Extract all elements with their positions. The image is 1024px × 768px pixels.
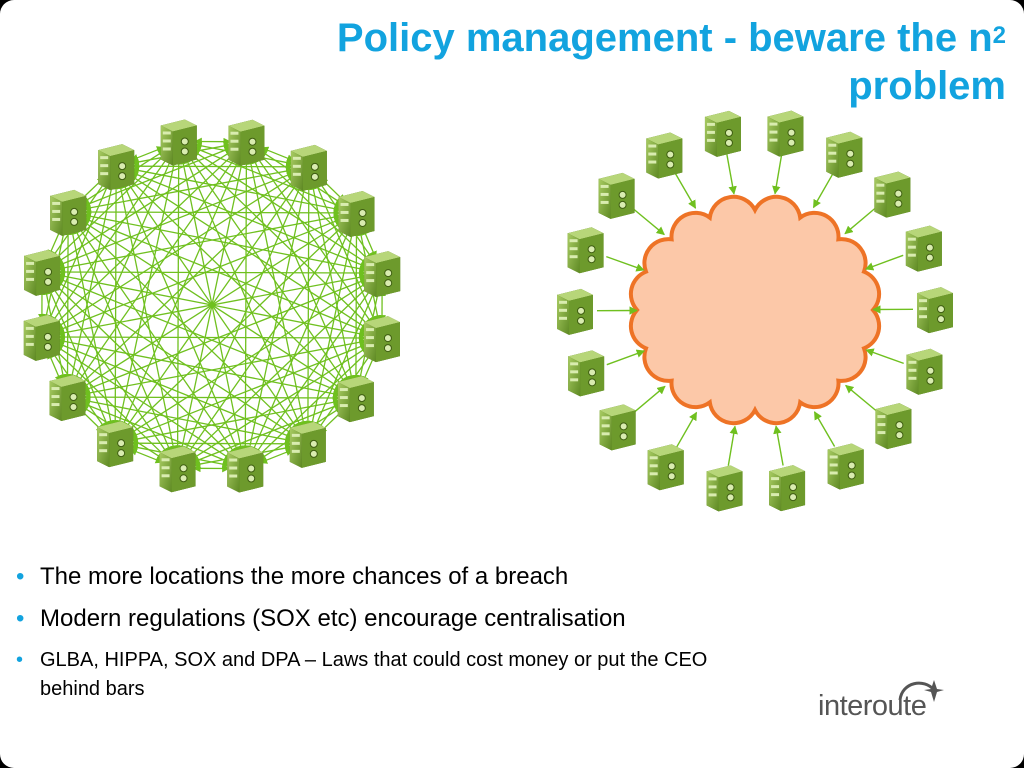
cloud-icon xyxy=(628,194,882,426)
server-icon xyxy=(568,350,605,397)
server-icon xyxy=(704,110,741,157)
cloud-shape xyxy=(628,194,882,426)
star-arc-icon xyxy=(898,680,944,702)
mesh-link xyxy=(82,393,341,402)
server-icon xyxy=(159,446,196,493)
cloud-link xyxy=(606,255,645,272)
mesh-link xyxy=(173,156,183,454)
mesh-link xyxy=(130,439,293,448)
mesh-servers xyxy=(23,119,401,493)
mesh-connections xyxy=(38,137,386,473)
mesh-link xyxy=(304,182,313,429)
server-icon xyxy=(874,171,911,218)
server-icon xyxy=(646,132,683,179)
cloud-link xyxy=(813,411,836,447)
server-icon xyxy=(906,348,943,395)
server-icon xyxy=(769,465,806,512)
mesh-link xyxy=(78,177,298,387)
server-icon xyxy=(827,443,864,490)
server-icon xyxy=(647,444,684,491)
title-line2: problem xyxy=(848,64,1006,108)
server-icon xyxy=(338,190,375,237)
server-icon xyxy=(160,119,197,166)
cloud-link xyxy=(865,348,904,365)
mesh-link xyxy=(130,146,165,162)
mesh-link xyxy=(352,228,361,383)
cloud-link xyxy=(633,208,665,236)
server-icon xyxy=(98,144,135,191)
server-icon xyxy=(598,172,635,219)
mesh-link xyxy=(241,156,251,454)
bullet-item: The more locations the more chances of a… xyxy=(14,562,774,592)
server-icon xyxy=(363,316,400,363)
cloud-link xyxy=(845,384,877,412)
cloud-link xyxy=(772,154,783,195)
interoute-logo: interoute xyxy=(816,676,946,722)
mesh-link xyxy=(111,181,120,428)
server-icon xyxy=(24,249,61,296)
mesh-link xyxy=(179,156,245,454)
server-icon xyxy=(567,227,604,274)
server-icon xyxy=(23,314,60,361)
server-icon xyxy=(337,376,374,423)
bullet-item: GLBA, HIPPA, SOX and DPA – Laws that cou… xyxy=(14,646,760,704)
cloud-link xyxy=(844,207,877,235)
network-diagrams xyxy=(23,110,953,512)
cloud-link xyxy=(674,173,697,209)
bullet-item: Modern regulations (SOX etc) encourage c… xyxy=(14,604,774,634)
cloud-link xyxy=(606,349,646,366)
server-icon xyxy=(826,131,863,178)
cloud-connections xyxy=(596,154,914,466)
mesh-link xyxy=(131,162,294,171)
mesh-link xyxy=(57,268,367,277)
cloud-link xyxy=(773,425,784,466)
title-line1: Policy management - beware the n xyxy=(336,16,993,60)
server-icon xyxy=(557,288,594,335)
slide-title: Policy management - beware the n2 proble… xyxy=(186,14,1006,110)
server-icon xyxy=(228,119,265,166)
server-icon xyxy=(49,375,86,422)
server-icon xyxy=(875,403,912,450)
mesh-link xyxy=(79,222,297,434)
cloud-link xyxy=(812,172,835,209)
mesh-link xyxy=(63,227,72,382)
server-icon xyxy=(227,446,264,493)
mesh-link xyxy=(83,208,342,217)
cloud-link xyxy=(726,154,737,195)
server-icon xyxy=(767,110,804,157)
cloud-link xyxy=(727,425,738,466)
server-icon xyxy=(289,421,326,468)
logo-text: interoute xyxy=(818,690,927,722)
server-icon xyxy=(916,287,953,334)
title-superscript: 2 xyxy=(992,22,1006,49)
server-icon xyxy=(905,225,942,272)
mesh-link xyxy=(57,333,367,342)
cloud-link xyxy=(675,411,698,448)
server-icon xyxy=(50,189,87,236)
server-icon xyxy=(364,251,401,298)
cloud-link xyxy=(633,385,666,413)
server-icon xyxy=(706,465,743,512)
mesh-link xyxy=(127,176,345,388)
server-icon xyxy=(97,421,134,468)
cloud-link xyxy=(864,254,904,271)
cloud-servers xyxy=(557,110,953,512)
mesh-link xyxy=(126,223,346,433)
bullet-list: The more locations the more chances of a… xyxy=(14,562,774,704)
server-icon xyxy=(599,404,636,451)
server-icon xyxy=(290,144,327,191)
